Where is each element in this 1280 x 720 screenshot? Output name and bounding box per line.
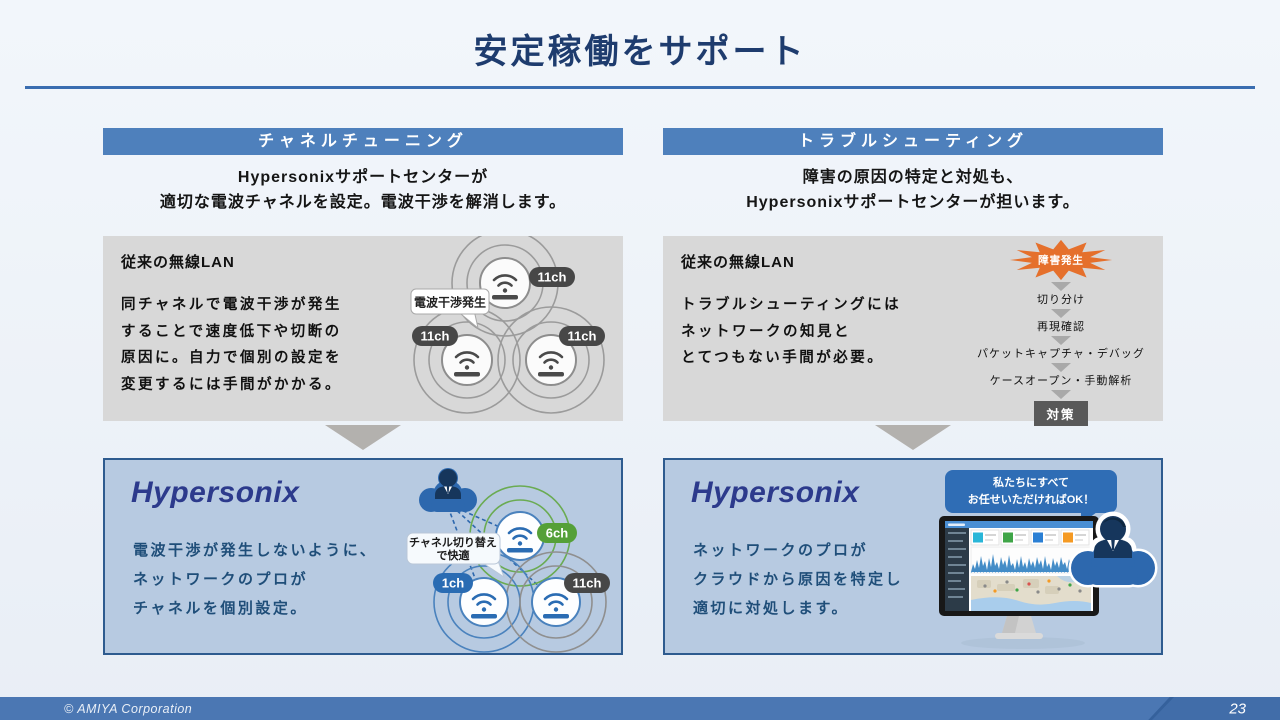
subtitle-line: Hypersonixサポートセンターが [237, 169, 489, 186]
wifi-ap-icon [441, 334, 493, 386]
starburst-icon: 障害発生 [1009, 239, 1113, 281]
down-arrow-icon [875, 425, 951, 450]
svg-text:11ch: 11ch [538, 270, 567, 285]
title-divider [25, 86, 1255, 89]
troubleshooting-subtitle: 障害の原因の特定と対処も、 Hypersonixサポートセンターが担います。 [663, 166, 1163, 216]
page-number: 23 [1229, 700, 1246, 717]
channel-tuning-subtitle: Hypersonixサポートセンターが 適切な電波チャネルを設定。電波干渉を解消… [103, 166, 623, 216]
flow-arrow-icon [1051, 363, 1071, 372]
flow-arrow-icon [1051, 309, 1071, 318]
interference-diagram: 11ch 11ch 11ch 電波干渉発生 [410, 236, 605, 414]
channel-badge: 11ch [564, 573, 610, 593]
comfort-bubble: チャネル切り替え で快適 [406, 532, 506, 579]
svg-text:11ch: 11ch [568, 329, 597, 344]
flow-arrow-icon [1051, 336, 1071, 345]
subtitle-line: 障害の原因の特定と対処も、 [802, 169, 1024, 186]
wifi-ap-icon [525, 334, 577, 386]
text-line: 同チャネルで電波干渉が発生 [121, 297, 342, 313]
troubleshooting-flow: 障害発生 切り分け 再現確認 パケットキャプチャ・デバッグ ケースオープン・手動… [966, 239, 1156, 426]
svg-text:11ch: 11ch [573, 576, 602, 591]
bubble-line: お任せいただければOK！ [967, 493, 1095, 506]
right-solution-panel: Hypersonix ネットワークのプロが クラウドから原因を特定し 適切に対処… [663, 458, 1163, 655]
wifi-ap-icon [495, 511, 545, 561]
flow-step: 切り分け [1037, 294, 1085, 306]
svg-text:チャネル切り替え: チャネル切り替え [409, 535, 497, 549]
right-solution-text: ネットワークのプロが クラウドから原因を特定し 適切に対処します。 [693, 536, 903, 623]
left-problem-text: 同チャネルで電波干渉が発生 することで速度低下や切断の 原因に。自力で個別の設定… [121, 292, 342, 398]
right-problem-title: 従来の無線LAN [681, 254, 795, 271]
svg-text:1ch: 1ch [442, 576, 464, 591]
svg-text:電波干渉発生: 電波干渉発生 [414, 295, 486, 310]
left-solution-text: 電波干渉が発生しないように、 ネットワークのプロが チャネルを個別設定。 [133, 536, 377, 623]
flow-step: パケットキャプチャ・デバッグ [977, 348, 1145, 360]
subtitle-line: Hypersonixサポートセンターが担います。 [746, 193, 1080, 211]
down-arrow-icon [325, 425, 401, 450]
cloud-engineer-icon [419, 468, 477, 512]
text-line: 変更するには手間がかかる。 [121, 376, 342, 393]
channel-tuned-diagram: 6ch 1ch 11ch チャネル切り替え で快適 [406, 468, 610, 653]
channel-tuning-header: チャネルチューニング [103, 128, 623, 155]
channel-badge: 11ch [529, 267, 575, 287]
flow-step: 再現確認 [1037, 321, 1085, 333]
text-line: チャネルを個別設定。 [133, 600, 308, 617]
text-line: することで速度低下や切断の [121, 323, 342, 340]
text-line: 原因に。自力で個別の設定を [121, 350, 342, 366]
text-line: とてつもない手間が必要。 [681, 350, 885, 366]
text-line: クラウドから原因を特定し [693, 571, 904, 588]
right-problem-panel: 従来の無線LAN トラブルシューティングには ネットワークの知見と とてつもない… [663, 236, 1163, 426]
channel-badge: 6ch [537, 523, 577, 543]
channel-tuning-column: チャネルチューニング Hypersonixサポートセンターが 適切な電波チャネル… [103, 128, 623, 655]
troubleshooting-column: トラブルシューティング 障害の原因の特定と対処も、 Hypersonixサポート… [663, 128, 1163, 655]
interference-bubble: 電波干渉発生 [410, 288, 490, 330]
wifi-ap-icon [459, 577, 509, 627]
flow-arrow-icon [1051, 390, 1071, 399]
svg-text:11ch: 11ch [421, 329, 450, 344]
left-problem-title: 従来の無線LAN [121, 254, 235, 271]
svg-text:で快適: で快適 [437, 548, 470, 562]
countermeasure-box: 対策 [1034, 401, 1088, 426]
svg-text:6ch: 6ch [546, 526, 568, 541]
channel-badge: 11ch [559, 326, 605, 346]
hypersonix-logo: Hypersonix [131, 476, 300, 509]
text-line: 適切に対処します。 [693, 600, 850, 617]
cloud-engineer-icon [1068, 511, 1158, 588]
bubble-line: 私たちにすべて [993, 477, 1069, 489]
right-problem-text: トラブルシューティングには ネットワークの知見と とてつもない手間が必要。 [681, 292, 901, 372]
wifi-ap-icon [479, 257, 531, 309]
text-line: 電波干渉が発生しないように、 [133, 542, 378, 559]
channel-badge: 11ch [412, 326, 458, 346]
channel-badge: 1ch [433, 573, 473, 593]
left-problem-panel: 従来の無線LAN 同チャネルで電波干渉が発生 することで速度低下や切断の 原因に… [103, 236, 623, 421]
flow-step: ケースオープン・手動解析 [989, 375, 1133, 387]
subtitle-line: 適切な電波チャネルを設定。電波干渉を解消します。 [159, 193, 567, 211]
failure-label: 障害発生 [1038, 254, 1084, 267]
text-line: ネットワークの知見と [681, 323, 851, 340]
flow-arrow-icon [1051, 282, 1071, 291]
footer-bar: © AMIYA Corporation 23 [0, 697, 1280, 720]
hypersonix-logo: Hypersonix [691, 476, 860, 509]
footer-page-area: 23 [1152, 697, 1280, 720]
left-solution-panel: Hypersonix 電波干渉が発生しないように、 ネットワークのプロが チャネ… [103, 458, 623, 655]
text-line: ネットワークのプロが [693, 542, 869, 559]
copyright-text: © AMIYA Corporation [64, 701, 193, 716]
troubleshooting-header: トラブルシューティング [663, 128, 1163, 155]
text-line: トラブルシューティングには [681, 297, 902, 313]
page-title: 安定稼働をサポート [473, 33, 807, 71]
text-line: ネットワークのプロが [133, 571, 309, 588]
